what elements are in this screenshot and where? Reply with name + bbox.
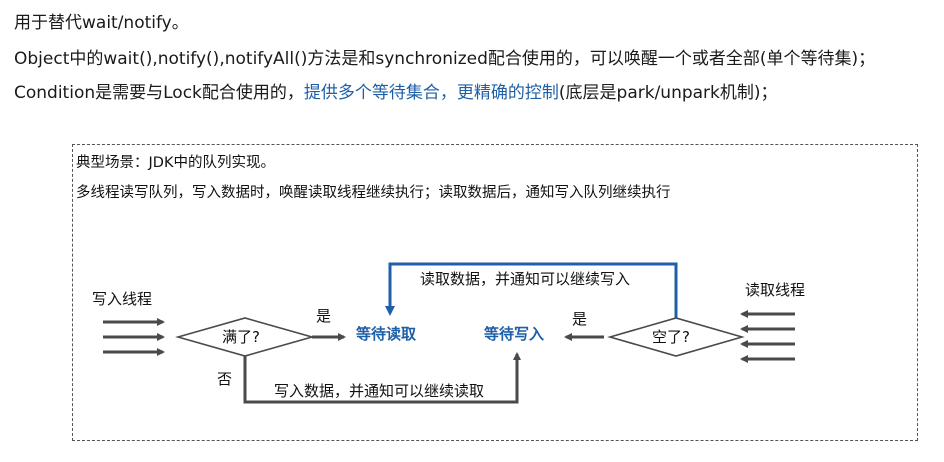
- reader-thread-label: 读取线程: [745, 281, 806, 299]
- intro-line-3-part-1: Condition是需要与Lock配合使用的，: [14, 83, 304, 103]
- writer-thread-arrows: [103, 318, 165, 356]
- full-decision-label: 满了?: [222, 328, 260, 346]
- example-box: [72, 144, 918, 441]
- bottom-loop-label: 写入数据，并通知可以继续读取: [274, 382, 485, 400]
- yes-label-right: 是: [572, 310, 588, 328]
- top-loop-path: [385, 262, 678, 318]
- top-loop-label: 读取数据，并通知可以继续写入: [420, 270, 631, 288]
- empty-decision-label: 空了?: [652, 328, 690, 346]
- yes-label-left: 是: [316, 307, 332, 325]
- intro-line-3-highlight: 提供多个等待集合，更精确的控制: [303, 83, 559, 103]
- intro-line-3: Condition是需要与Lock配合使用的，提供多个等待集合，更精确的控制(底…: [14, 82, 778, 104]
- wait-read-label: 等待读取: [356, 325, 417, 343]
- no-path: [243, 352, 521, 404]
- intro-line-1: 用于替代wait/notify。: [14, 13, 189, 33]
- intro-line-3-part-3: (底层是park/unpark机制)；: [558, 83, 778, 103]
- no-label: 否: [217, 370, 233, 388]
- example-description: 多线程读写队列，写入数据时，唤醒读取线程继续执行；读取数据后，通知写入队列继续执…: [76, 185, 671, 201]
- writer-thread-label: 写入线程: [92, 290, 153, 308]
- intro-line-2: Object中的wait(),notify(),notifyAll()方法是和s…: [14, 49, 876, 69]
- wait-write-label: 等待写入: [484, 325, 545, 343]
- empty-decision-diamond: [607, 317, 745, 357]
- reader-thread-arrows: [740, 310, 795, 363]
- example-title: 典型场景：JDK中的队列实现。: [76, 155, 275, 171]
